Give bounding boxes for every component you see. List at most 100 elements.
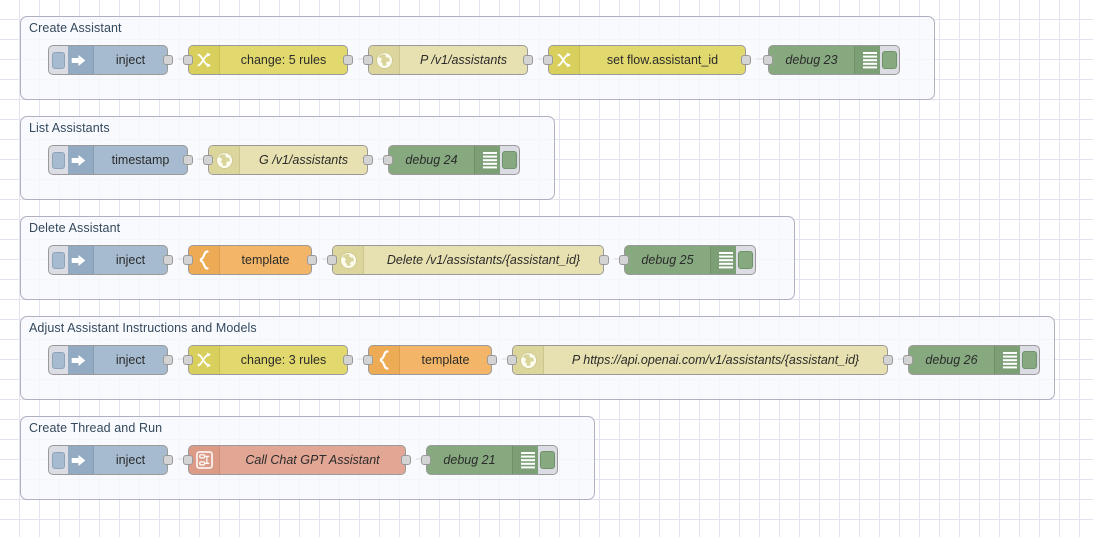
group-label: Delete Assistant (29, 221, 121, 235)
node-output-port[interactable] (487, 355, 497, 365)
node-input-port[interactable] (763, 55, 773, 65)
node-output-port[interactable] (163, 455, 173, 465)
node-input-port[interactable] (543, 55, 553, 65)
node-input-port[interactable] (363, 55, 373, 65)
inject-trigger-button[interactable] (48, 45, 68, 75)
node-label: change: 5 rules (240, 53, 327, 67)
node-debug-n12[interactable]: debug 25 (619, 245, 756, 275)
inject-trigger-button[interactable] (48, 445, 68, 475)
arrow-right-icon (63, 446, 94, 474)
globe-icon (369, 46, 400, 74)
debug-lines-icon (474, 146, 505, 174)
node-output-port[interactable] (183, 155, 193, 165)
node-label: P https://api.openai.com/v1/assistants/{… (571, 353, 860, 367)
node-input-port[interactable] (183, 455, 193, 465)
node-input-port[interactable] (183, 355, 193, 365)
node-output-port[interactable] (163, 355, 173, 365)
node-input-port[interactable] (619, 255, 629, 265)
node-change-n4[interactable]: set flow.assistant_id (543, 45, 751, 75)
node-label: Delete /v1/assistants/{assistant_id} (386, 253, 581, 267)
node-label: timestamp (111, 153, 170, 167)
node-output-port[interactable] (343, 55, 353, 65)
node-template-n10[interactable]: template (183, 245, 317, 275)
arrow-right-icon (63, 346, 94, 374)
debug-lines-icon (854, 46, 885, 74)
node-output-port[interactable] (363, 155, 373, 165)
node-output-port[interactable] (163, 255, 173, 265)
node-input-port[interactable] (383, 155, 393, 165)
node-debug-n8[interactable]: debug 24 (383, 145, 520, 175)
globe-icon (333, 246, 364, 274)
node-label: debug 25 (641, 253, 694, 267)
node-label: debug 21 (443, 453, 496, 467)
node-label: debug 26 (925, 353, 978, 367)
inject-trigger-button[interactable] (48, 145, 68, 175)
node-inject-n18[interactable]: inject (48, 445, 173, 475)
node-label: inject (115, 353, 146, 367)
node-input-port[interactable] (363, 355, 373, 365)
node-label: inject (115, 53, 146, 67)
node-output-port[interactable] (401, 455, 411, 465)
node-inject-n13[interactable]: inject (48, 345, 173, 375)
node-output-port[interactable] (883, 355, 893, 365)
node-input-port[interactable] (183, 55, 193, 65)
inject-trigger-button[interactable] (48, 245, 68, 275)
function-icon (189, 446, 220, 474)
node-debug-n17[interactable]: debug 26 (903, 345, 1040, 375)
node-inject-n1[interactable]: inject (48, 45, 173, 75)
node-change-n2[interactable]: change: 5 rules (183, 45, 353, 75)
globe-icon (513, 346, 544, 374)
group-label: Create Thread and Run (29, 421, 163, 435)
debug-enable-toggle[interactable] (500, 145, 520, 175)
debug-enable-toggle[interactable] (736, 245, 756, 275)
node-input-port[interactable] (203, 155, 213, 165)
node-http_request-n7[interactable]: G /v1/assistants (203, 145, 373, 175)
node-debug-n5[interactable]: debug 23 (763, 45, 900, 75)
node-input-port[interactable] (507, 355, 517, 365)
group-label: Create Assistant (29, 21, 122, 35)
node-output-port[interactable] (741, 55, 751, 65)
node-input-port[interactable] (183, 255, 193, 265)
debug-lines-icon (710, 246, 741, 274)
shuffle-icon (549, 46, 580, 74)
node-debug-n20[interactable]: debug 21 (421, 445, 558, 475)
brace-icon (189, 246, 220, 274)
node-output-port[interactable] (523, 55, 533, 65)
node-output-port[interactable] (307, 255, 317, 265)
node-http_request-n16[interactable]: P https://api.openai.com/v1/assistants/{… (507, 345, 893, 375)
group-label: List Assistants (29, 121, 110, 135)
brace-icon (369, 346, 400, 374)
node-input-port[interactable] (327, 255, 337, 265)
node-label: inject (115, 453, 146, 467)
arrow-right-icon (63, 246, 94, 274)
node-http_request-n11[interactable]: Delete /v1/assistants/{assistant_id} (327, 245, 609, 275)
node-http_request-n3[interactable]: P /v1/assistants (363, 45, 533, 75)
node-label: debug 23 (785, 53, 838, 67)
node-output-port[interactable] (343, 355, 353, 365)
node-output-port[interactable] (599, 255, 609, 265)
arrow-right-icon (63, 146, 94, 174)
node-label: change: 3 rules (240, 353, 327, 367)
inject-trigger-button[interactable] (48, 345, 68, 375)
node-label: template (421, 353, 470, 367)
globe-icon (209, 146, 240, 174)
node-input-port[interactable] (421, 455, 431, 465)
node-input-port[interactable] (903, 355, 913, 365)
node-inject-n6[interactable]: timestamp (48, 145, 193, 175)
group-label: Adjust Assistant Instructions and Models (29, 321, 257, 335)
node-label: debug 24 (405, 153, 458, 167)
node-output-port[interactable] (163, 55, 173, 65)
node-label: Call Chat GPT Assistant (245, 453, 380, 467)
debug-enable-toggle[interactable] (538, 445, 558, 475)
node-function-n19[interactable]: Call Chat GPT Assistant (183, 445, 411, 475)
debug-lines-icon (994, 346, 1025, 374)
node-label: set flow.assistant_id (606, 53, 719, 67)
node-template-n15[interactable]: template (363, 345, 497, 375)
node-label: P /v1/assistants (419, 53, 508, 67)
debug-enable-toggle[interactable] (880, 45, 900, 75)
debug-enable-toggle[interactable] (1020, 345, 1040, 375)
node-label: inject (115, 253, 146, 267)
node-inject-n9[interactable]: inject (48, 245, 173, 275)
node-change-n14[interactable]: change: 3 rules (183, 345, 353, 375)
